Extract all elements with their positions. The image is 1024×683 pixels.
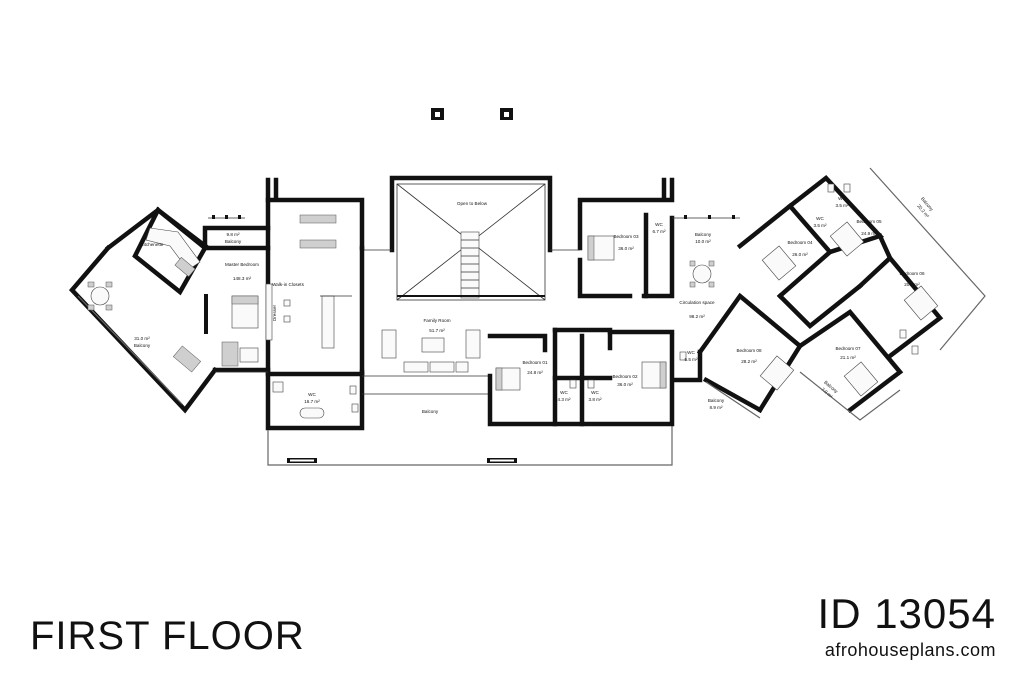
label-family-room: Family Room bbox=[423, 318, 450, 323]
label-wc-b3: WC bbox=[655, 222, 663, 227]
label-wc-b1-area: 4.3 m² bbox=[557, 397, 570, 402]
website-url: afrohouseplans.com bbox=[824, 640, 996, 660]
label-bedroom-06-area: 20.9 m² bbox=[904, 282, 920, 287]
label-bedroom-01-area: 24.8 m² bbox=[527, 370, 543, 375]
label-bedroom-05: Bedroom 05 bbox=[856, 219, 881, 224]
label-walk-in: Walk-in Closets bbox=[272, 282, 304, 287]
label-bedroom-02-area: 36.0 m² bbox=[617, 382, 633, 387]
label-bedroom-08: Bedroom 08 bbox=[736, 348, 761, 353]
label-wc-b2: WC bbox=[591, 390, 599, 395]
label-family-room-area: 51.7 m² bbox=[429, 328, 445, 333]
label-wc-b3-area: 6.7 m² bbox=[652, 229, 665, 234]
label-bedroom-08-area: 28.2 m² bbox=[741, 359, 757, 364]
label-bedroom-03-area: 36.0 m² bbox=[618, 246, 634, 251]
right-wing bbox=[673, 167, 986, 421]
floor-title: FIRST FLOOR bbox=[30, 614, 305, 658]
label-wc-master: WC bbox=[308, 392, 316, 397]
label-kitchenette: Kitchenette bbox=[141, 242, 164, 247]
label-balcony-small: Balcony bbox=[225, 239, 242, 244]
label-balcony-mid: Balcony bbox=[695, 232, 712, 237]
family-room bbox=[359, 245, 490, 377]
label-open-to-below: Open to Below bbox=[457, 201, 488, 206]
label-balcony-mid-area: 10.0 m² bbox=[695, 239, 711, 244]
label-wc-right: WC bbox=[816, 216, 824, 221]
label-bedroom-03: Bedroom 03 bbox=[613, 234, 638, 239]
label-master-bedroom: Master Bedroom bbox=[225, 262, 259, 267]
label-bedroom-01: Bedroom 01 bbox=[522, 360, 547, 365]
label-balcony-bottom: Balcony bbox=[708, 398, 725, 403]
plan-id: ID 13054 bbox=[817, 590, 996, 637]
left-wing bbox=[68, 206, 271, 414]
label-wc-master-area: 16.7 m² bbox=[304, 399, 320, 404]
label-wc-b8-area: 5.5 m² bbox=[684, 357, 697, 362]
label-wc-top: WC bbox=[838, 196, 846, 201]
label-circulation: Circulation space bbox=[679, 300, 715, 305]
label-bedroom-07-area: 21.1 m² bbox=[840, 355, 856, 360]
open-to-below bbox=[362, 175, 553, 301]
label-wc-right-area: 3.5 m² bbox=[813, 223, 826, 228]
label-master-bedroom-area: 148.3 m² bbox=[233, 276, 252, 281]
label-bedroom-04-area: 26.0 m² bbox=[792, 252, 808, 257]
label-bedroom-07: Bedroom 07 bbox=[835, 346, 860, 351]
label-wc-b2-area: 3.8 m² bbox=[588, 397, 601, 402]
label-balcony-bottom-area: 8.9 m² bbox=[709, 405, 722, 410]
label-circulation-area: 98.2 m² bbox=[689, 314, 705, 319]
label-balcony-left: Balcony bbox=[134, 343, 151, 348]
front-balcony bbox=[267, 393, 673, 466]
label-balcony-small-area: 9.8 m² bbox=[226, 232, 239, 237]
label-bedroom-02: Bedroom 02 bbox=[612, 374, 637, 379]
label-bedroom-05-area: 24.9 m² bbox=[861, 231, 877, 236]
chimney-right bbox=[500, 108, 513, 120]
label-wc-top-area: 3.5 m² bbox=[835, 203, 848, 208]
label-balcony-front: Balcony bbox=[422, 409, 439, 414]
label-wc-b8: WC bbox=[687, 350, 695, 355]
master-block bbox=[204, 177, 365, 431]
label-wc-b1: WC bbox=[560, 390, 568, 395]
chimney-left bbox=[431, 108, 444, 120]
label-bedroom-04: Bedroom 04 bbox=[787, 240, 812, 245]
label-bedroom-06: Bedroom 06 bbox=[899, 271, 924, 276]
bedroom-01-02-block bbox=[487, 327, 675, 427]
bedroom-03-block bbox=[550, 177, 740, 299]
label-dresser: Dresser bbox=[272, 304, 277, 321]
label-balcony-left-area: 31.0 m² bbox=[134, 336, 150, 341]
